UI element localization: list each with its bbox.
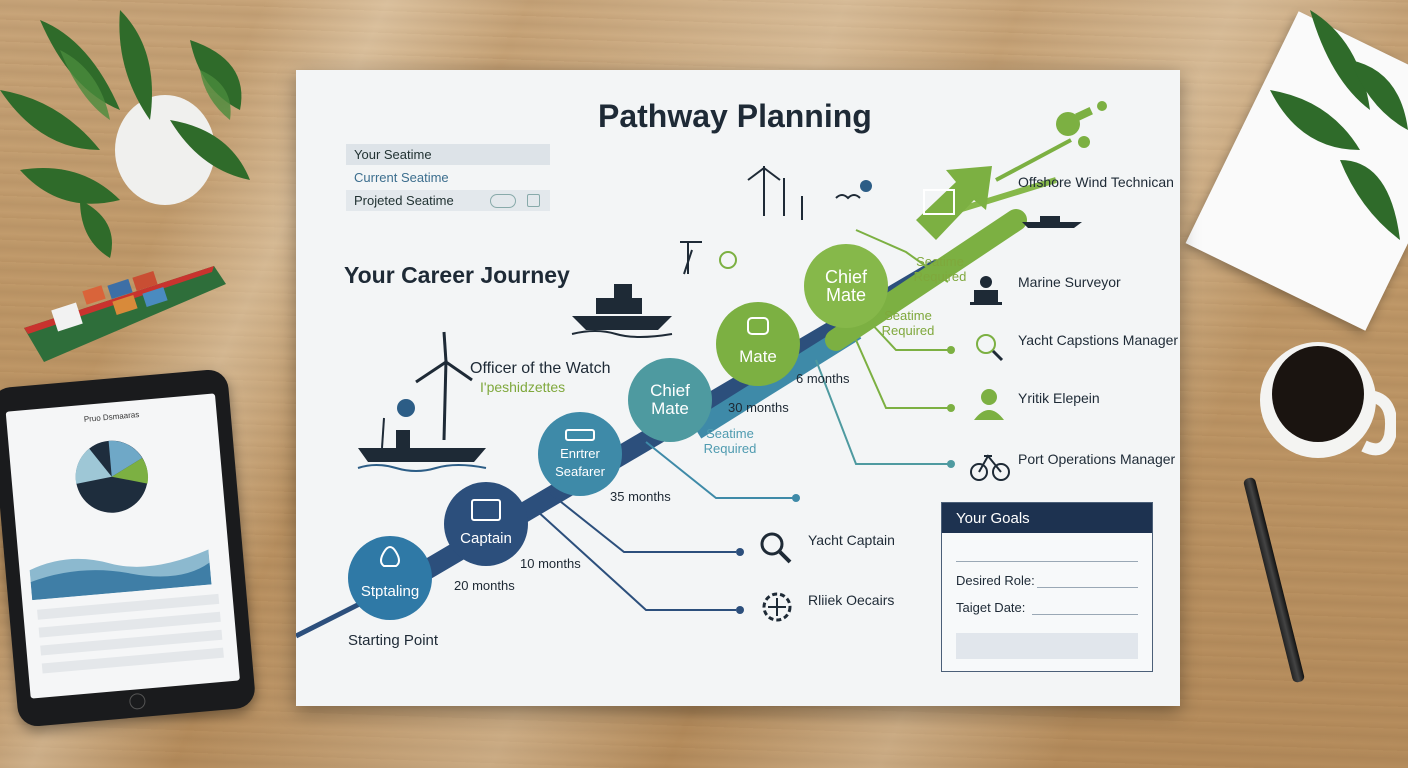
tablet-title: Pruo Dsmaaras <box>83 410 140 424</box>
goal-input-line[interactable] <box>956 561 1138 562</box>
target-date-label: Taiget Date: <box>956 600 1026 615</box>
poster-title: Pathway Planning <box>598 98 872 134</box>
projected-seatime-row: Projeted Seatime <box>346 190 550 211</box>
coffee-mug <box>1260 342 1396 458</box>
career-journey-heading: Your Career Journey <box>344 262 570 288</box>
duration-label: 20 months <box>454 578 515 593</box>
role-label: Yacht Captain <box>808 532 895 548</box>
pathway-diagram <box>296 101 1107 639</box>
seatime-checkbox[interactable] <box>527 194 540 207</box>
current-seatime-label: Current Seatime <box>354 170 449 185</box>
duration-label: 10 months <box>520 556 581 571</box>
tablet-pie-chart <box>75 440 148 513</box>
node-label: Enrtrer Seafarer <box>555 446 605 479</box>
node-circle-4 <box>628 358 712 442</box>
anchor-icon <box>380 546 400 567</box>
seatime-panel: Your Seatime Current Seatime Projeted Se… <box>346 144 550 211</box>
target-date-field[interactable] <box>1032 614 1138 615</box>
node-circle-3 <box>538 412 622 496</box>
desired-role-label: Desired Role: <box>956 573 1035 588</box>
seatime-toggle[interactable] <box>490 194 516 208</box>
role-label: Rliiek Oecairs <box>808 592 895 608</box>
duration-label: 30 months <box>728 400 789 415</box>
ship-icon <box>565 429 595 441</box>
tablet-screen: Pruo Dsmaaras <box>5 393 240 699</box>
helm-icon <box>747 317 769 335</box>
folder-icon <box>471 499 501 521</box>
duration-label: 35 months <box>610 489 671 504</box>
tablet-wave-banner <box>29 549 212 601</box>
node-label: Chief Mate <box>824 267 868 305</box>
officer-of-watch-label: Officer of the Watch <box>470 360 611 377</box>
bicycle-icon <box>970 454 1010 481</box>
gear-icon <box>762 592 792 622</box>
toy-cargo-ship <box>24 266 226 362</box>
surveyor-icon <box>970 276 1002 305</box>
magnifier-icon <box>760 532 792 564</box>
node-circle-5 <box>716 302 800 386</box>
left-plant <box>0 10 250 258</box>
wind-turbine-vessel-icon <box>1022 216 1082 228</box>
node-label: Captain <box>460 530 512 547</box>
wind-turbine-illustration <box>357 331 487 472</box>
starting-point-label: Starting Point <box>348 632 439 649</box>
projected-seatime-label: Projeted Seatime <box>354 193 454 208</box>
node-circle-6 <box>804 244 888 328</box>
role-label: Yritik Elepein <box>1018 390 1100 406</box>
pathway-planning-poster: Pathway Planning Your Seatime Current Se… <box>296 70 1180 706</box>
node-label: Mate <box>739 347 777 366</box>
your-seatime-label: Your Seatime <box>346 144 550 165</box>
seatime-required-label: Seatime Required <box>881 308 935 338</box>
node-label: Chief Mate <box>650 381 690 418</box>
role-label: Marine Surveyor <box>1018 274 1121 290</box>
duration-label: 6 months <box>796 371 850 386</box>
seatime-required-label: Seatime Required <box>703 426 757 456</box>
node-label: Stptaling <box>360 583 420 600</box>
goals-title: Your Goals <box>942 503 1152 533</box>
node-circle-1 <box>348 536 432 620</box>
desired-role-field[interactable] <box>1037 587 1138 588</box>
role-label: Offshore Wind Technican <box>1018 174 1174 190</box>
your-goals-panel: Your Goals Desired Role: Taiget Date: <box>941 502 1153 672</box>
ship-illustration <box>571 284 673 338</box>
seatime-required-label: Seatime Required <box>913 254 967 284</box>
goals-notes-field[interactable] <box>956 633 1138 659</box>
person-icon <box>974 389 1004 420</box>
magnifier-icon <box>976 334 1004 362</box>
tablet-device: Pruo Dsmaaras <box>0 368 257 728</box>
role-label: Yacht Capstions Manager <box>1018 332 1179 348</box>
crane-illustration <box>680 241 737 275</box>
right-plant <box>1270 10 1408 240</box>
officer-subtitle: I'peshidzettes <box>480 379 566 395</box>
tablet-home-button[interactable] <box>128 692 147 710</box>
node-circle-2 <box>444 482 528 566</box>
offshore-turbines-illustration <box>747 166 872 220</box>
role-label: Port Operations Manager <box>1018 451 1176 467</box>
